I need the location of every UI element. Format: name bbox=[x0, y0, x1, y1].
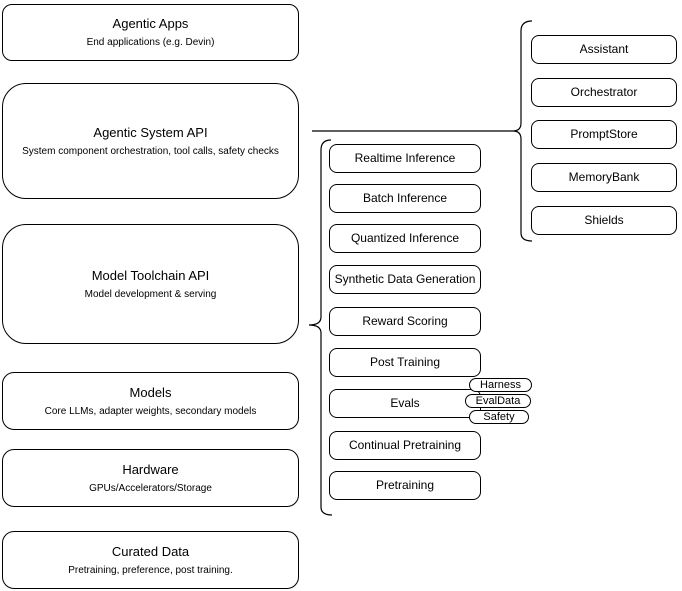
pill-label: Safety bbox=[483, 411, 515, 423]
node-batch-inference: Batch Inference bbox=[329, 184, 481, 213]
node-title: Model Toolchain API bbox=[91, 267, 210, 283]
node-subtitle: System component orchestration, tool cal… bbox=[22, 145, 279, 157]
node-label: Quantized Inference bbox=[350, 231, 460, 245]
pill-label: Harness bbox=[480, 379, 521, 391]
node-title: Models bbox=[129, 384, 172, 400]
brace-system-components bbox=[512, 20, 533, 242]
pill-evaldata: EvalData bbox=[465, 394, 531, 408]
node-title: Agentic Apps bbox=[112, 16, 189, 31]
node-label: Reward Scoring bbox=[362, 314, 448, 328]
node-evals: Evals bbox=[329, 389, 481, 418]
node-curated-data: Curated Data Pretraining, preference, po… bbox=[2, 531, 299, 589]
node-shields: Shields bbox=[531, 206, 677, 235]
node-quantized-inference: Quantized Inference bbox=[329, 224, 481, 253]
pill-harness: Harness bbox=[469, 378, 532, 392]
node-models: Models Core LLMs, adapter weights, secon… bbox=[2, 372, 299, 430]
node-assistant: Assistant bbox=[531, 35, 677, 64]
node-model-toolchain-api: Model Toolchain API Model development & … bbox=[2, 224, 299, 344]
node-label: Pretraining bbox=[375, 478, 435, 492]
node-reward-scoring: Reward Scoring bbox=[329, 307, 481, 336]
node-subtitle: GPUs/Accelerators/Storage bbox=[89, 482, 212, 494]
node-promptstore: PromptStore bbox=[531, 120, 677, 149]
node-subtitle: End applications (e.g. Devin) bbox=[86, 37, 215, 48]
node-label: Post Training bbox=[369, 355, 441, 369]
node-pretraining: Pretraining bbox=[329, 471, 481, 500]
node-title: Hardware bbox=[122, 461, 179, 477]
node-label: Batch Inference bbox=[362, 191, 448, 205]
node-label: Evals bbox=[390, 396, 420, 410]
node-title: Curated Data bbox=[111, 543, 190, 559]
node-post-training: Post Training bbox=[329, 348, 481, 377]
pill-safety: Safety bbox=[469, 410, 529, 424]
node-realtime-inference: Realtime Inference bbox=[329, 144, 481, 173]
node-label: PromptStore bbox=[570, 127, 638, 141]
node-memorybank: MemoryBank bbox=[531, 163, 677, 192]
node-title: Agentic System API bbox=[93, 124, 208, 140]
node-label: Realtime Inference bbox=[354, 151, 456, 165]
node-label: Continual Pretraining bbox=[348, 438, 462, 452]
node-subtitle: Pretraining, preference, post training. bbox=[68, 564, 233, 576]
node-subtitle: Model development & serving bbox=[84, 288, 217, 300]
node-synthetic-data-generation: Synthetic Data Generation bbox=[329, 265, 481, 294]
pill-label: EvalData bbox=[475, 395, 521, 407]
node-agentic-system-api: Agentic System API System component orch… bbox=[2, 83, 299, 199]
node-label: Orchestrator bbox=[570, 85, 638, 99]
node-label: Shields bbox=[584, 213, 624, 227]
node-label: MemoryBank bbox=[568, 170, 640, 184]
node-hardware: Hardware GPUs/Accelerators/Storage bbox=[2, 449, 299, 507]
node-subtitle: Core LLMs, adapter weights, secondary mo… bbox=[44, 405, 257, 417]
node-label: Synthetic Data Generation bbox=[334, 272, 476, 286]
node-continual-pretraining: Continual Pretraining bbox=[329, 431, 481, 460]
node-label: Assistant bbox=[579, 42, 629, 56]
node-orchestrator: Orchestrator bbox=[531, 78, 677, 107]
node-agentic-apps: Agentic Apps End applications (e.g. Devi… bbox=[2, 4, 299, 61]
